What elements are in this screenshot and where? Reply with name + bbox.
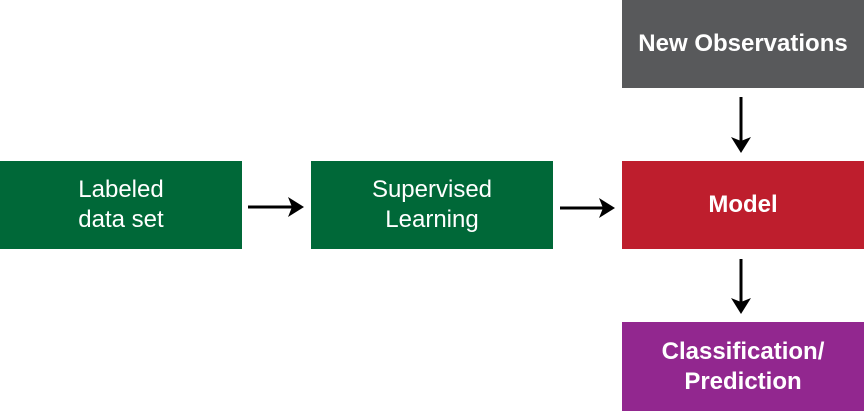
supervised-learning-node: Supervised Learning (311, 161, 553, 249)
arrow-supervised-to-model (560, 198, 615, 218)
classification-prediction-node: Classification/ Prediction (622, 322, 864, 411)
labeled-data-set-node: Labeled data set (0, 161, 242, 249)
model-node: Model (622, 161, 864, 249)
arrow-observations-to-model (731, 97, 751, 153)
new-observations-node: New Observations (622, 0, 864, 88)
arrow-model-to-classification (731, 259, 751, 314)
arrow-labeled-to-supervised (248, 197, 304, 217)
